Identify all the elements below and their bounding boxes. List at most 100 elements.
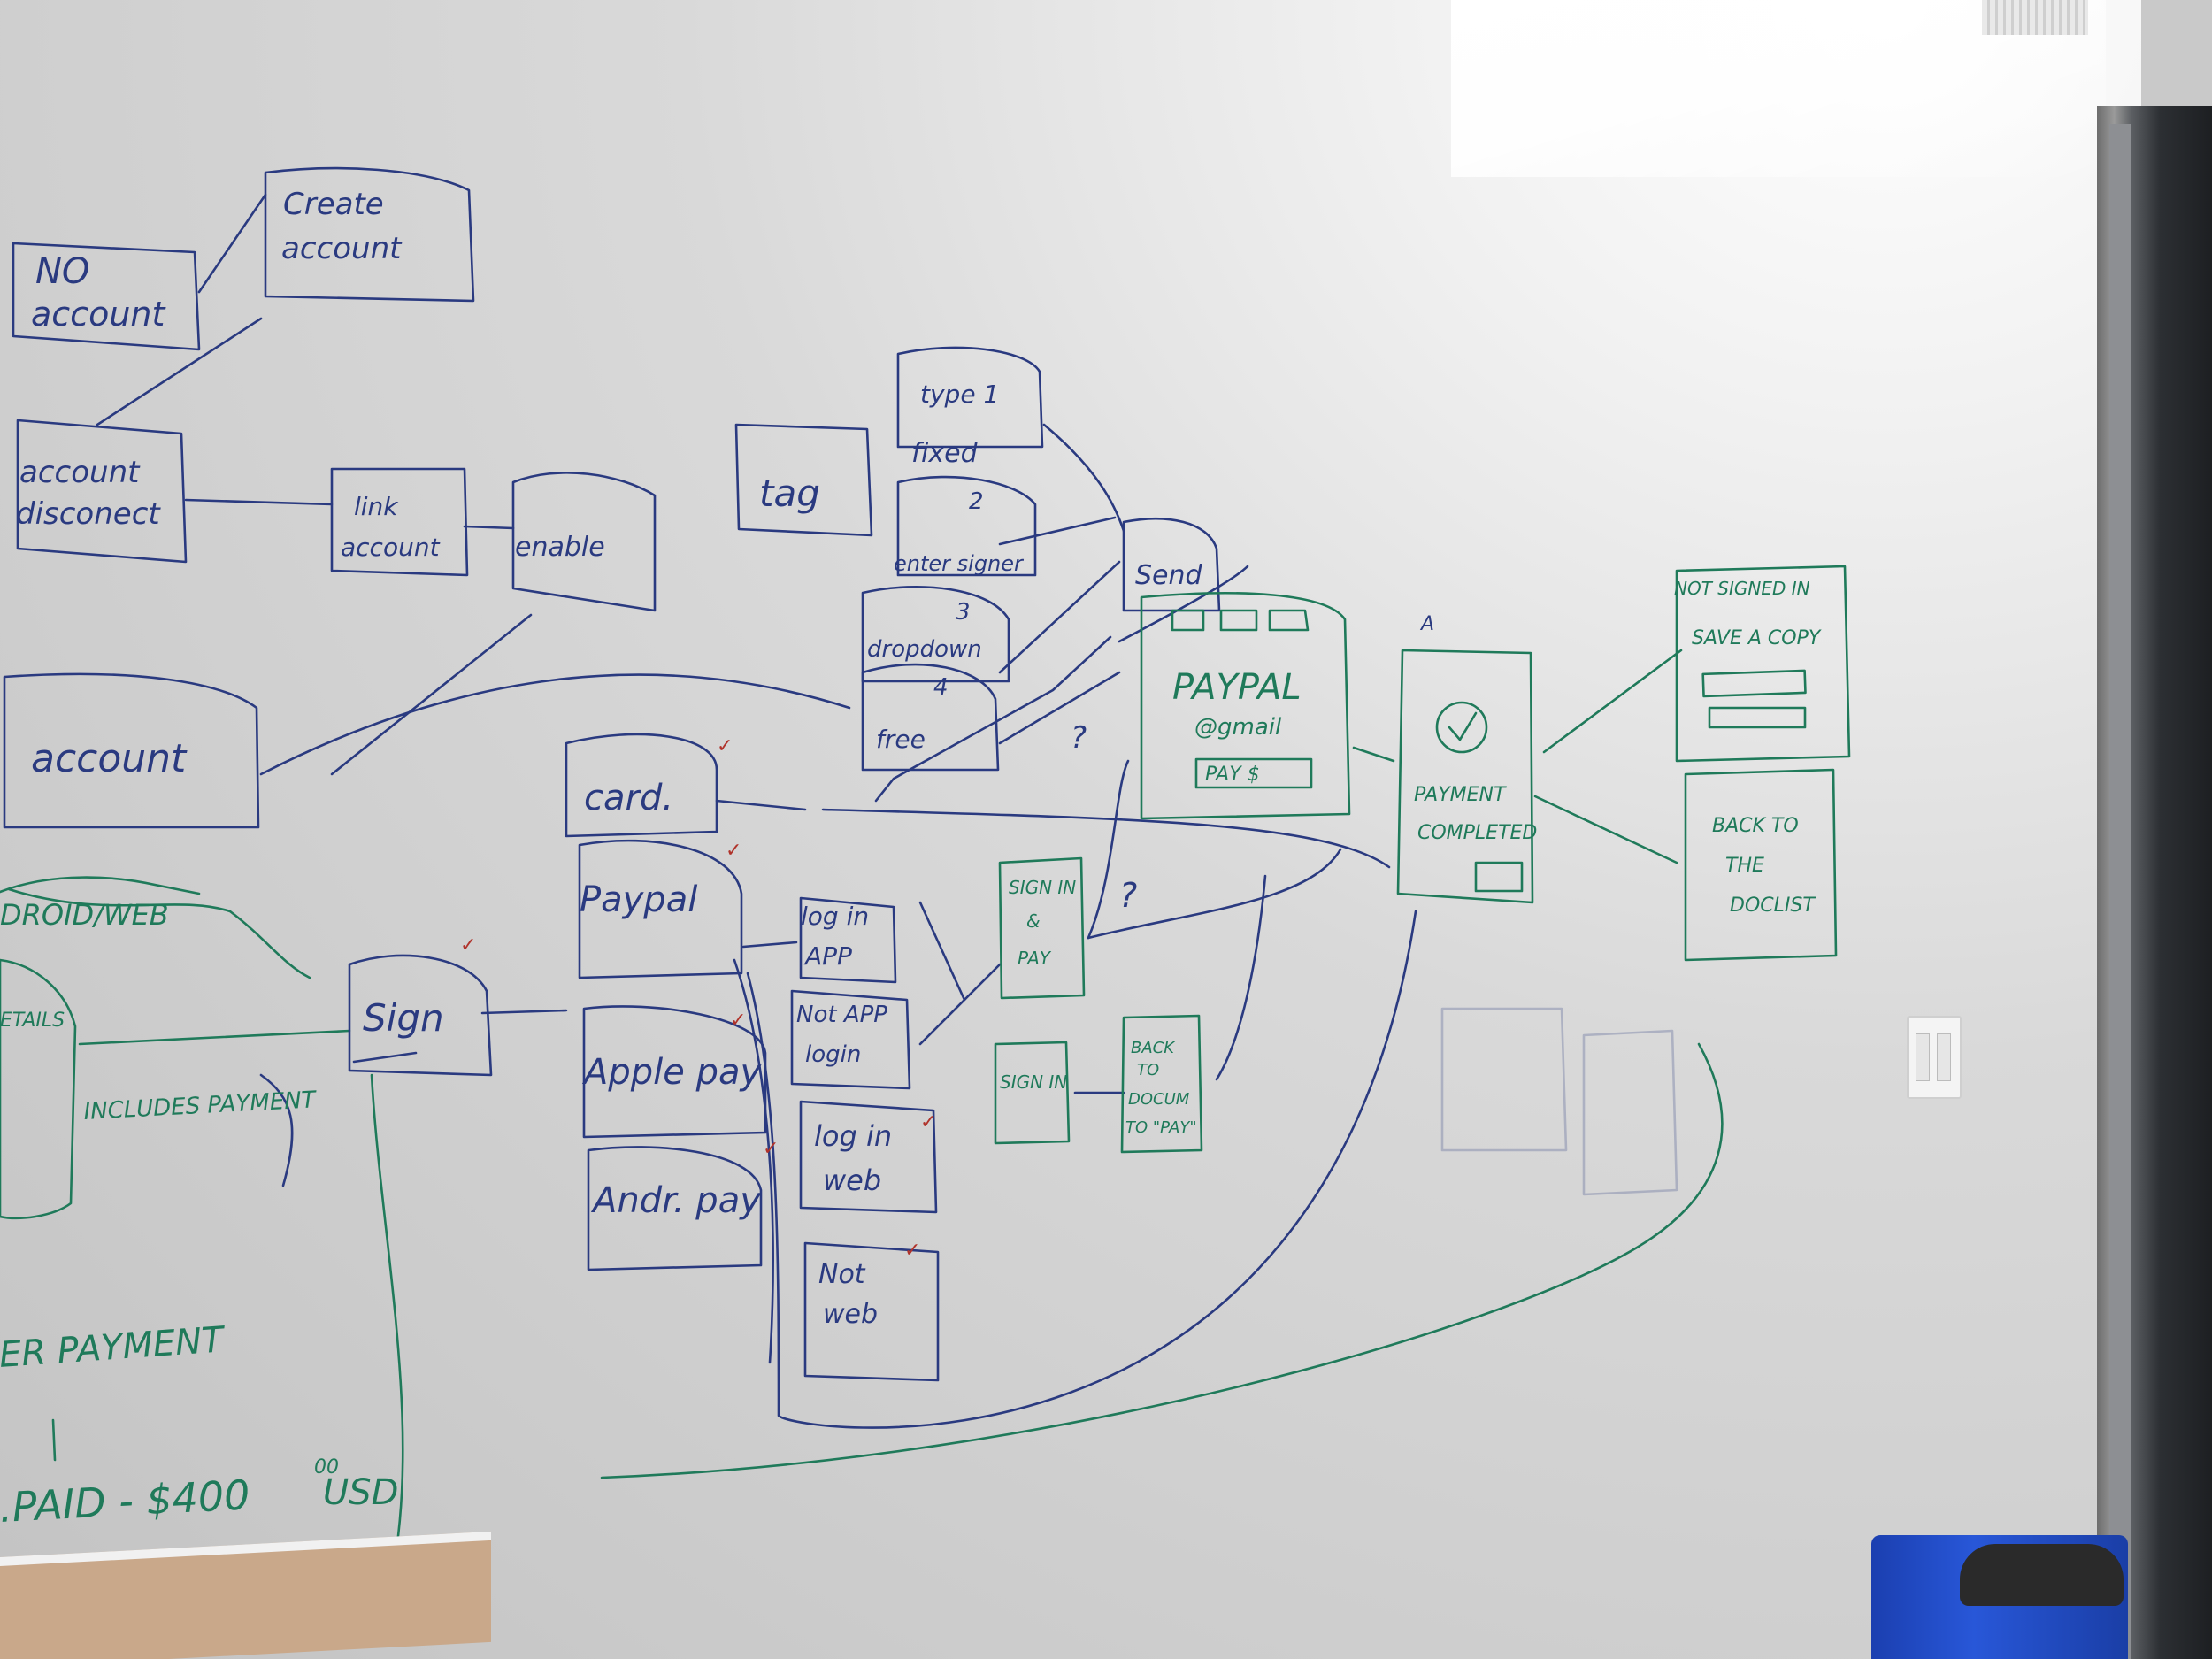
card-label: card. <box>584 778 673 818</box>
android-pay-box <box>587 1146 763 1271</box>
back-to-doclist-label-2: THE <box>1725 855 1764 877</box>
pay-button-sketch <box>1194 757 1313 789</box>
payment-completed-label-1: PAYMENT <box>1414 784 1507 806</box>
create-account-label-1: Create <box>283 187 384 222</box>
send-label: Send <box>1135 560 1203 591</box>
tag-box <box>734 423 873 537</box>
paypal-preview-pay: PAY $ <box>1205 764 1260 786</box>
account-disconnected-box <box>16 419 188 564</box>
not-app-login-label-1: Not APP <box>796 1002 887 1028</box>
green-text: PAYPAL @gmail PAY $ SIGN IN & PAY SIGN I… <box>0 578 1822 1600</box>
paid-label: .PAID - $400 <box>0 1471 251 1532</box>
back-to-doc-label-2: TO <box>1137 1061 1159 1079</box>
create-account-box <box>264 166 475 303</box>
fixed-label: fixed <box>911 438 979 469</box>
bin-liner <box>1960 1544 2124 1606</box>
back-to-doc-label-3: DOCUM <box>1128 1090 1190 1109</box>
svg-text:✓: ✓ <box>763 1138 779 1160</box>
save-a-copy-label: SAVE A COPY <box>1692 627 1822 649</box>
back-to-doc-label-1: BACK <box>1131 1039 1175 1057</box>
back-to-doclist-box <box>1684 768 1838 962</box>
enter-signer-box <box>896 475 1037 577</box>
svg-text:✓: ✓ <box>904 1240 920 1262</box>
paypal-preview-email: @gmail <box>1194 714 1282 741</box>
account-disconnected-label-1: account <box>19 455 141 490</box>
login-app-label-2: APP <box>803 941 852 971</box>
sign-label: Sign <box>363 996 444 1040</box>
svg-text:✓: ✓ <box>726 840 741 862</box>
includes-payment-label: INCLUDES PAYMENT <box>83 1087 319 1125</box>
tag-label: tag <box>759 472 820 515</box>
account-label: account <box>31 736 188 781</box>
sign-in-label: SIGN IN <box>1000 1071 1067 1093</box>
check-circle-icon <box>1435 701 1488 754</box>
card-box <box>565 733 718 838</box>
sign-box <box>348 954 493 1077</box>
svg-text:✓: ✓ <box>730 1010 746 1032</box>
login-web-label-1: log in <box>814 1119 892 1153</box>
payment-completed-label-2: COMPLETED <box>1417 822 1537 844</box>
login-app-label-1: log in <box>801 902 869 931</box>
number-3-label: 3 <box>956 599 971 626</box>
no-account-label-1: NO <box>35 251 89 292</box>
blue-text: NO account Create account account discon… <box>16 187 1203 1330</box>
create-account-label-2: account <box>281 231 403 266</box>
details-box <box>0 958 77 1220</box>
paypal-preview-box <box>1140 592 1351 820</box>
green-boxes <box>0 565 1851 1220</box>
question-mark-2: ? <box>1119 876 1137 915</box>
switch-rocker <box>1937 1033 1951 1081</box>
details-label: ETAILS <box>0 1010 65 1032</box>
no-account-label-2: account <box>31 295 166 334</box>
link-account-box <box>330 467 469 577</box>
green-connectors <box>7 649 1724 1590</box>
back-to-doc-label-4: TO "PAY" <box>1125 1118 1197 1137</box>
type-label: type 1 <box>920 380 999 409</box>
door-edge <box>2109 124 2131 1659</box>
sign-in-pay-label-3: PAY <box>1018 948 1052 969</box>
android-pay-label: Andr. pay <box>590 1180 762 1221</box>
send-box <box>1122 517 1221 612</box>
sign-in-pay-label-2: & <box>1026 910 1041 932</box>
blue-connectors <box>96 193 1417 1429</box>
login-web-box <box>799 1100 938 1214</box>
payment-completed-box <box>1396 649 1534 904</box>
no-account-box <box>12 242 201 351</box>
svg-text:✓: ✓ <box>920 1111 936 1133</box>
enter-signer-label: enter signer <box>894 551 1025 576</box>
sign-in-pay-label-1: SIGN IN <box>1009 877 1076 898</box>
number-2-label: 2 <box>969 488 984 515</box>
back-to-doclist-label-1: BACK TO <box>1712 815 1799 837</box>
red-ticks: ✓ ✓ ✓ ✓ ✓ ✓ ✓ <box>460 735 936 1262</box>
apple-pay-label: Apple pay <box>581 1052 762 1093</box>
link-account-label-2: account <box>341 533 441 562</box>
login-app-box <box>799 896 897 984</box>
back-to-doc-box <box>1120 1014 1203 1154</box>
not-web-label-2: web <box>823 1299 878 1330</box>
paid-cents-label: 00 <box>314 1456 339 1479</box>
light-switch <box>1907 1016 1962 1099</box>
droid-web-label: DROID/WEB <box>0 898 169 932</box>
arrow-line <box>51 1418 57 1462</box>
not-web-label-1: Not <box>818 1259 866 1290</box>
sign-in-box <box>994 1041 1071 1145</box>
back-to-doclist-label-3: DOCLIST <box>1730 895 1816 917</box>
account-box <box>3 672 260 829</box>
not-web-box <box>803 1241 940 1382</box>
number-4-label: 4 <box>933 674 949 701</box>
enable-label: enable <box>515 532 605 563</box>
air-vent <box>1982 0 2088 35</box>
login-web-label-2: web <box>823 1164 881 1197</box>
account-disconnected-label-2: disconect <box>16 496 161 532</box>
paypal-box <box>578 839 743 979</box>
not-signed-in-box <box>1675 565 1851 763</box>
enable-box <box>511 472 657 612</box>
apple-pay-box <box>582 1005 767 1139</box>
faint-sketches <box>1440 1007 1678 1196</box>
not-app-login-label-2: login <box>805 1041 861 1068</box>
not-signed-in-label: NOT SIGNED IN <box>1674 578 1810 599</box>
whiteboard-wall <box>0 0 2141 1659</box>
dropdown-label: dropdown <box>867 636 982 663</box>
